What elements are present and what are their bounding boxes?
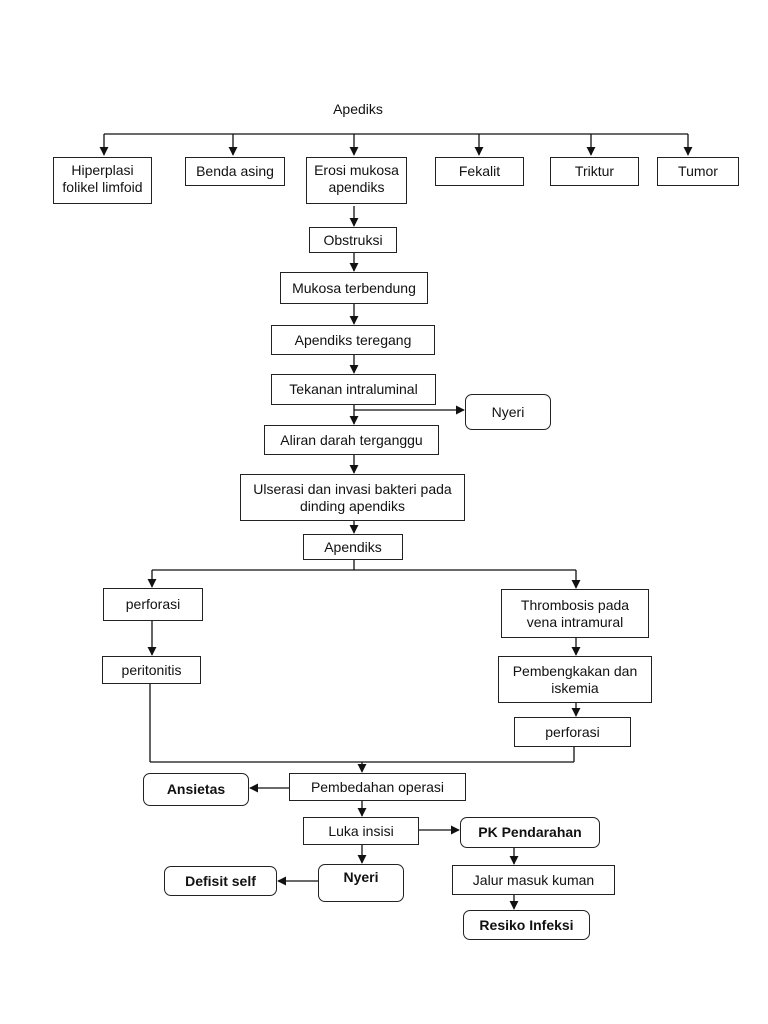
tekanan-intraluminal-box: Tekanan intraluminal [271,374,436,405]
aliran-darah-box: Aliran darah terganggu [264,425,439,455]
cause-hiperplasi-box: Hiperplasi folikel limfoid [53,157,152,204]
cause-fekalit-box: Fekalit [435,157,524,186]
mukosa-terbendung-box: Mukosa terbendung [280,272,428,304]
nyeri-box-1: Nyeri [465,394,551,430]
nyeri-box-2: Nyeri [318,864,404,902]
pembedahan-box: Pembedahan operasi [289,773,466,801]
peritonitis-box: peritonitis [102,656,201,684]
cause-erosi-box: Erosi mukosa apendiks [306,157,407,204]
jalur-masuk-kuman-box: Jalur masuk kuman [452,865,615,895]
thrombosis-box: Thrombosis pada vena intramural [501,589,649,638]
cause-tumor-box: Tumor [657,157,739,186]
cause-benda-asing-box: Benda asing [185,157,285,186]
ulserasi-box: Ulserasi dan invasi bakteri pada dinding… [240,474,465,521]
diagram-title: Apediks [333,101,383,117]
defisit-self-box: Defisit self [164,866,277,896]
resiko-infeksi-box: Resiko Infeksi [463,910,590,940]
ansietas-box: Ansietas [143,773,249,806]
perforasi-right-box: perforasi [514,717,631,747]
pk-pendarahan-box: PK Pendarahan [460,817,600,848]
luka-insisi-box: Luka insisi [303,817,419,845]
apendiks-box: Apendiks [303,534,403,560]
obstruksi-box: Obstruksi [309,227,397,253]
cause-triktur-box: Triktur [550,157,639,186]
perforasi-left-box: perforasi [103,588,203,621]
pembengkakan-box: Pembengkakan dan iskemia [498,656,652,703]
apendiks-teregang-box: Apendiks teregang [271,325,435,355]
